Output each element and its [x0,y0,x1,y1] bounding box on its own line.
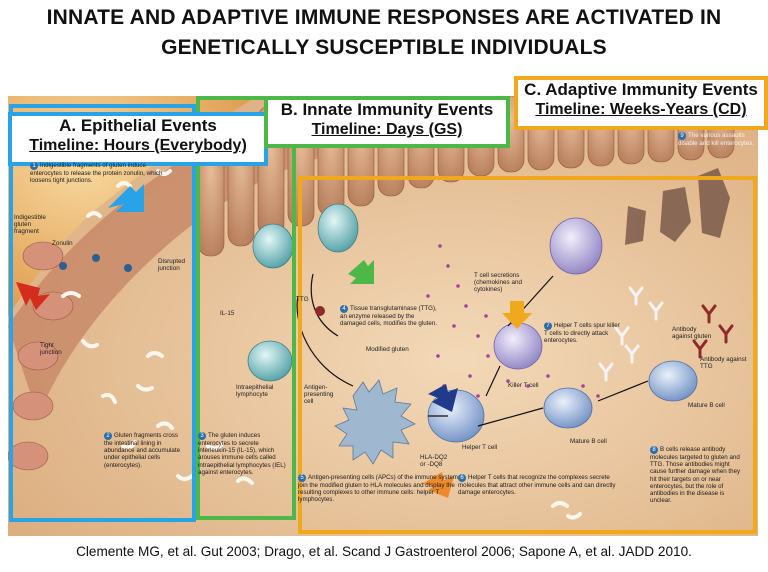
label-helper-t: Helper T cell [462,444,498,451]
label-modified-gluten: Modified gluten [366,346,409,353]
panel-a-timeline: Timeline: Hours (Everybody) [29,137,247,154]
label-disrupted-junction: Disrupted junction [158,258,185,273]
panel-b-header: B. Innate Immunity Events Timeline: Days… [264,96,510,148]
label-antibody-ttg: Antibody against TTG [700,356,747,371]
slide-title-line-2: GENETICALLY SUSCEPTIBLE INDIVIDUALS [161,36,607,59]
label-ttg: TTG [296,296,309,303]
panel-a-header: A. Epithelial Events Timeline: Hours (Ev… [8,112,268,166]
panel-a-heading: A. Epithelial Events [59,116,217,135]
label-hla: HLA-DQ2 or -DQ8 [420,454,448,469]
panel-b-timeline: Timeline: Days (GS) [311,121,463,138]
slide-title-line-1: INNATE AND ADAPTIVE IMMUNE RESPONSES ARE… [46,6,722,29]
label-iel: Intraepithelial lymphocyte [236,384,274,399]
panel-b-heading: B. Innate Immunity Events [280,100,494,119]
label-mature-b-1: Mature B cell [570,438,607,445]
label-zonulin: Zonulin [52,240,73,247]
label-antibody-gluten: Antibody against gluten [672,326,712,341]
label-gluten-fragment: Indigestible gluten fragment [14,214,46,236]
label-killer-t: Killer T cell [508,382,539,389]
label-t-cell-secretions: T cell secretions (chemokines and cytoki… [474,272,522,294]
panel-c-timeline: Timeline: Weeks-Years (CD) [535,101,747,118]
label-il15: IL-15 [220,310,235,317]
label-apc: Antigen-presenting cell [304,384,334,406]
label-tight-junction: Tight junction [40,342,62,357]
citation: Clemente MG, et al. Gut 2003; Drago, et … [76,544,692,559]
panel-c-header: C. Adaptive Immunity Events Timeline: We… [514,76,768,130]
label-mature-b-2: Mature B cell [688,402,725,409]
panel-c-heading: C. Adaptive Immunity Events [524,80,758,99]
